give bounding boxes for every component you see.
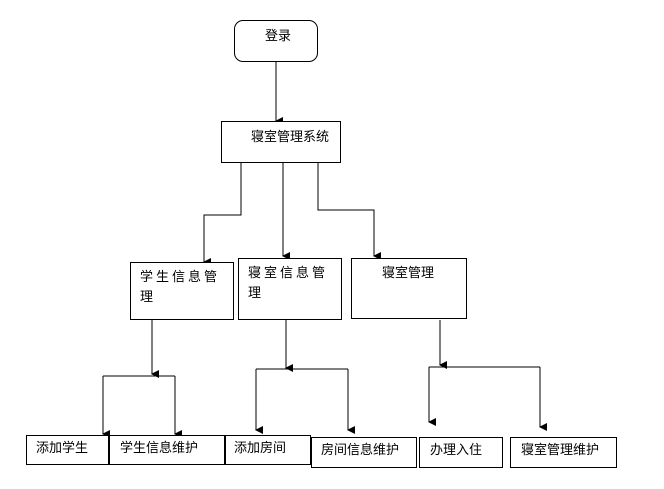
add-student-label: 添加学生 <box>36 441 89 456</box>
check-in-label: 办理入住 <box>430 443 483 458</box>
student-info-label: 学生信息管理 <box>140 270 221 305</box>
dorm-manage-label: 寝室管理 <box>382 266 435 281</box>
arrow-system-to-dorm-manage <box>317 163 381 260</box>
arrow-system-to-student-info <box>203 163 242 266</box>
login-label: 登录 <box>265 29 292 44</box>
dorm-manage-node: 寝室管理 <box>351 258 467 319</box>
room-maint-node: 房间信息维护 <box>311 437 417 468</box>
room-maint-label: 房间信息维护 <box>321 443 400 458</box>
add-student-node: 添加学生 <box>26 435 109 465</box>
student-maint-label: 学生信息维护 <box>120 441 199 456</box>
dorm-maint-label: 寝室管理维护 <box>521 443 600 458</box>
check-in-node: 办理入住 <box>419 437 503 468</box>
dorm-maint-node: 寝室管理维护 <box>510 437 617 468</box>
login-node: 登录 <box>234 20 318 62</box>
dorm-info-node: 寝室信息管理 <box>238 258 342 320</box>
dorm-info-label: 寝室信息管理 <box>248 266 329 301</box>
add-room-label: 添加房间 <box>234 441 287 456</box>
system-label: 寝室管理系统 <box>251 130 330 145</box>
student-info-node: 学生信息管理 <box>130 262 234 320</box>
add-room-node: 添加房间 <box>225 435 311 465</box>
student-maint-node: 学生信息维护 <box>109 435 225 465</box>
system-node: 寝室管理系统 <box>221 121 341 163</box>
